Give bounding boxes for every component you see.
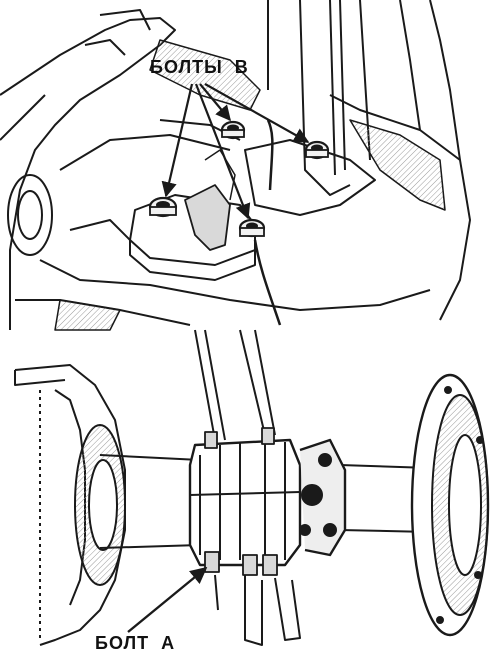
- bolt-b-1: [148, 196, 178, 218]
- leader-arrows-b: [161, 83, 310, 220]
- bolt-b-2: [220, 120, 246, 140]
- label-bolts-b: БОЛТЫ В: [150, 57, 249, 77]
- bolt-b-3: [304, 140, 330, 160]
- leader-arrow-a: [127, 566, 208, 633]
- bottom-view-shaft: [14, 329, 490, 646]
- bolt-b-4: [238, 218, 266, 238]
- top-view-housing: [0, 0, 471, 331]
- label-bolt-a: БОЛТ А: [95, 633, 176, 653]
